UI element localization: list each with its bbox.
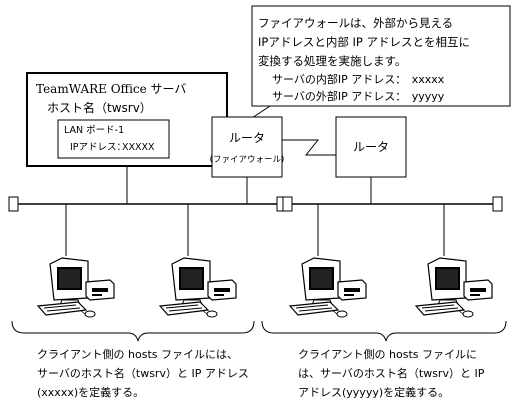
left-note-line-2: サーバのホスト名（twsrv）と IP アドレス (37, 366, 249, 380)
router-firewall-sublabel: (ファイアウォール) (210, 155, 285, 165)
server-ip-label: IPアドレス： (70, 142, 126, 153)
desktop-computer-icon (289, 257, 367, 318)
firewall-callout: ファイアウォールは、外部から見える IPアドレスと内部 IP アドレスとを相互に… (251, 5, 511, 119)
callout-line-4: サーバの内部IP アドレス： xxxxx (272, 72, 445, 86)
wan-link (282, 139, 336, 156)
right-note-line-3: アドレス(yyyyy)を定義する。 (298, 385, 449, 399)
left-note: クライアント側の hosts ファイルには、 サーバのホスト名（twsrv）と … (37, 348, 249, 399)
right-note: クライアント側の hosts ファイルに は、サーバのホスト名（twsrv）と … (298, 348, 485, 399)
server-name: TeamWARE Office サーバ (36, 82, 186, 96)
network-terminator-icon (492, 196, 503, 212)
callout-line-3: 変換する処理を実施します。 (258, 54, 406, 68)
desktop-computer-icon (37, 257, 115, 318)
network-terminator-icon (8, 196, 19, 212)
lan-board-label: LAN ボード-1 (64, 125, 124, 136)
network-terminator-icon (282, 196, 293, 212)
callout-line-1: ファイアウォールは、外部から見える (258, 16, 453, 30)
lan-left (8, 166, 287, 256)
router-external-label: ルータ (353, 140, 389, 154)
left-note-line-3: (xxxxx)を定義する。 (37, 385, 144, 399)
lan-board-box (57, 119, 170, 159)
right-note-line-2: は、サーバのホスト名（twsrv）と IP (298, 366, 485, 380)
callout-line-5: サーバの外部IP アドレス： yyyyy (272, 89, 445, 103)
desktop-computer-icon (159, 257, 237, 318)
router-firewall: ルータ (ファイアウォール) (210, 116, 285, 178)
callout-line-2: IPアドレスと内部 IP アドレスとを相互に (258, 35, 470, 49)
router-external: ルータ (335, 116, 407, 178)
desktop-computer-icon (415, 257, 493, 318)
router-firewall-label: ルータ (229, 131, 265, 145)
left-note-line-1: クライアント側の hosts ファイルには、 (37, 348, 238, 361)
server-box: TeamWARE Office サーバ ホスト名（twsrv） LAN ボード-… (26, 72, 228, 167)
right-note-line-1: クライアント側の hosts ファイルに (298, 348, 477, 361)
right-client-brace (261, 320, 507, 342)
server-hostname: ホスト名（twsrv） (47, 100, 152, 115)
left-client-brace (11, 320, 255, 342)
lan-right (282, 177, 503, 256)
server-ip-value: XXXXX (122, 142, 155, 153)
